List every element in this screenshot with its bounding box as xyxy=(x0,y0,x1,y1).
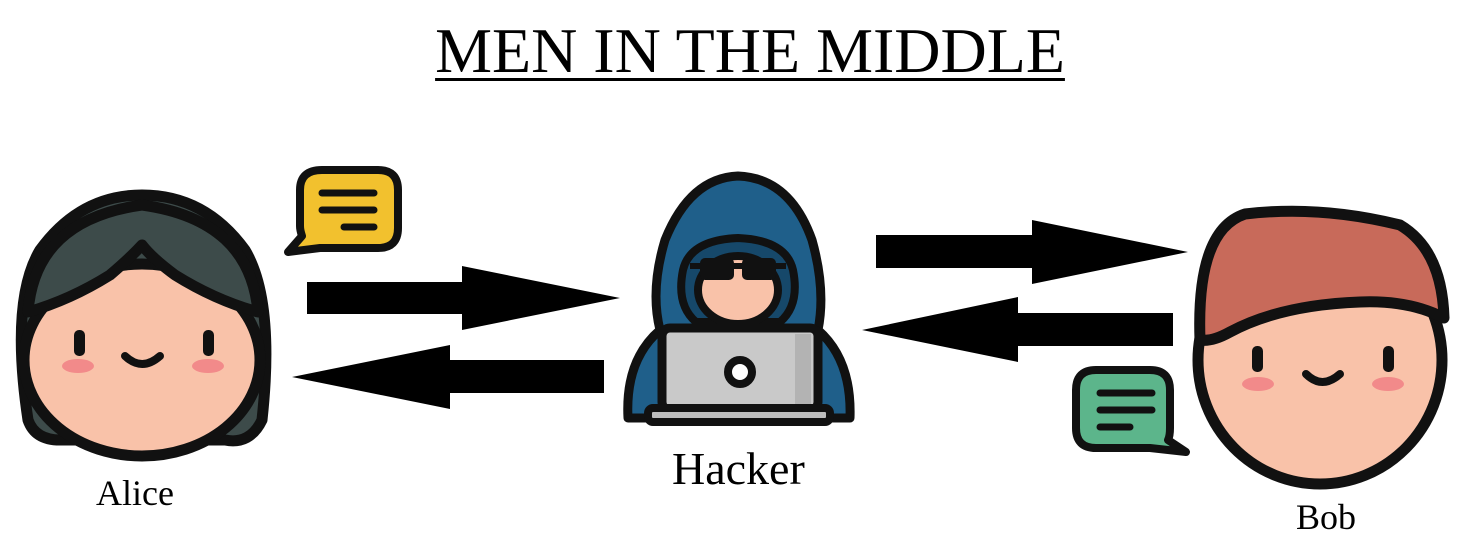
arrow-bob-to-hacker xyxy=(862,297,1173,362)
arrow-alice-to-hacker xyxy=(307,266,620,330)
bob-avatar-icon xyxy=(1192,205,1450,490)
bob-label: Bob xyxy=(1296,497,1357,537)
hacker-icon xyxy=(623,171,855,426)
alice-avatar-icon xyxy=(15,189,272,462)
arrow-hacker-to-alice xyxy=(292,345,604,409)
yellow-chat-bubble-icon xyxy=(284,166,402,256)
alice-label: Alice xyxy=(96,473,174,513)
diagram-title: MEN IN THE MIDDLE xyxy=(435,15,1065,86)
hacker-label: Hacker xyxy=(672,443,805,494)
green-chat-bubble-icon xyxy=(1072,366,1190,456)
arrow-hacker-to-bob xyxy=(876,220,1188,284)
